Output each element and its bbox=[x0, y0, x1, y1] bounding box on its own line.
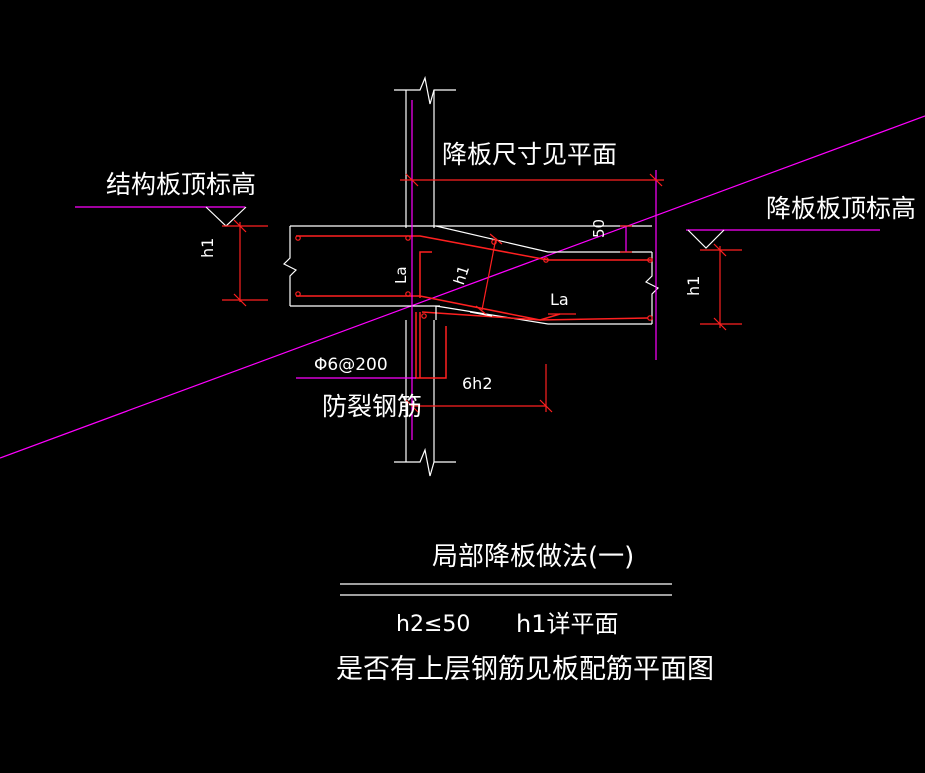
h1-right-label: h1 bbox=[684, 275, 703, 296]
wall bbox=[394, 75, 456, 477]
la-left-label: La bbox=[392, 266, 410, 284]
extension-lines bbox=[75, 100, 880, 440]
h1-left-label: h1 bbox=[198, 237, 217, 258]
diagonal-guide-line bbox=[0, 115, 925, 459]
rebar bbox=[296, 235, 652, 379]
crack-rebar-label: 防裂钢筋 bbox=[322, 392, 423, 421]
anchor-bar-left bbox=[419, 251, 432, 298]
struct-top-elev-label: 结构板顶标高 bbox=[106, 170, 257, 199]
title-underline bbox=[340, 583, 672, 596]
rebar-dots bbox=[295, 235, 653, 321]
crack-rebar-bar bbox=[415, 312, 447, 379]
note-2: 是否有上层钢筋见板配筋平面图 bbox=[336, 654, 714, 685]
wall-top-break bbox=[394, 75, 456, 105]
bottom-rebar bbox=[296, 295, 649, 321]
slab-bottom-marks bbox=[435, 306, 493, 320]
right-elev-triangle bbox=[687, 229, 725, 249]
top-rebar bbox=[296, 235, 652, 261]
note-h1: h1详平面 bbox=[516, 610, 619, 638]
la-right-label: La bbox=[550, 290, 569, 309]
left-slab-break bbox=[282, 226, 298, 306]
dim-50-label: 50 bbox=[590, 218, 608, 238]
anchor-bar-drop bbox=[421, 311, 561, 321]
drop-size-label: 降板尺寸见平面 bbox=[442, 140, 618, 169]
rebar-spec-label: Φ6@200 bbox=[314, 355, 388, 375]
drawing-title: 局部降板做法(一) bbox=[432, 542, 635, 572]
note-h2: h2≤50 bbox=[396, 612, 471, 637]
dim-6h2-label: 6h2 bbox=[462, 374, 493, 393]
wall-bottom-break bbox=[394, 447, 456, 477]
upper-slab-outline bbox=[282, 225, 660, 325]
dimension-lines bbox=[222, 173, 742, 413]
drop-top-elev-label: 降板板顶标高 bbox=[766, 194, 917, 223]
elevation-marks bbox=[205, 206, 725, 249]
right-slab-break bbox=[644, 252, 660, 324]
